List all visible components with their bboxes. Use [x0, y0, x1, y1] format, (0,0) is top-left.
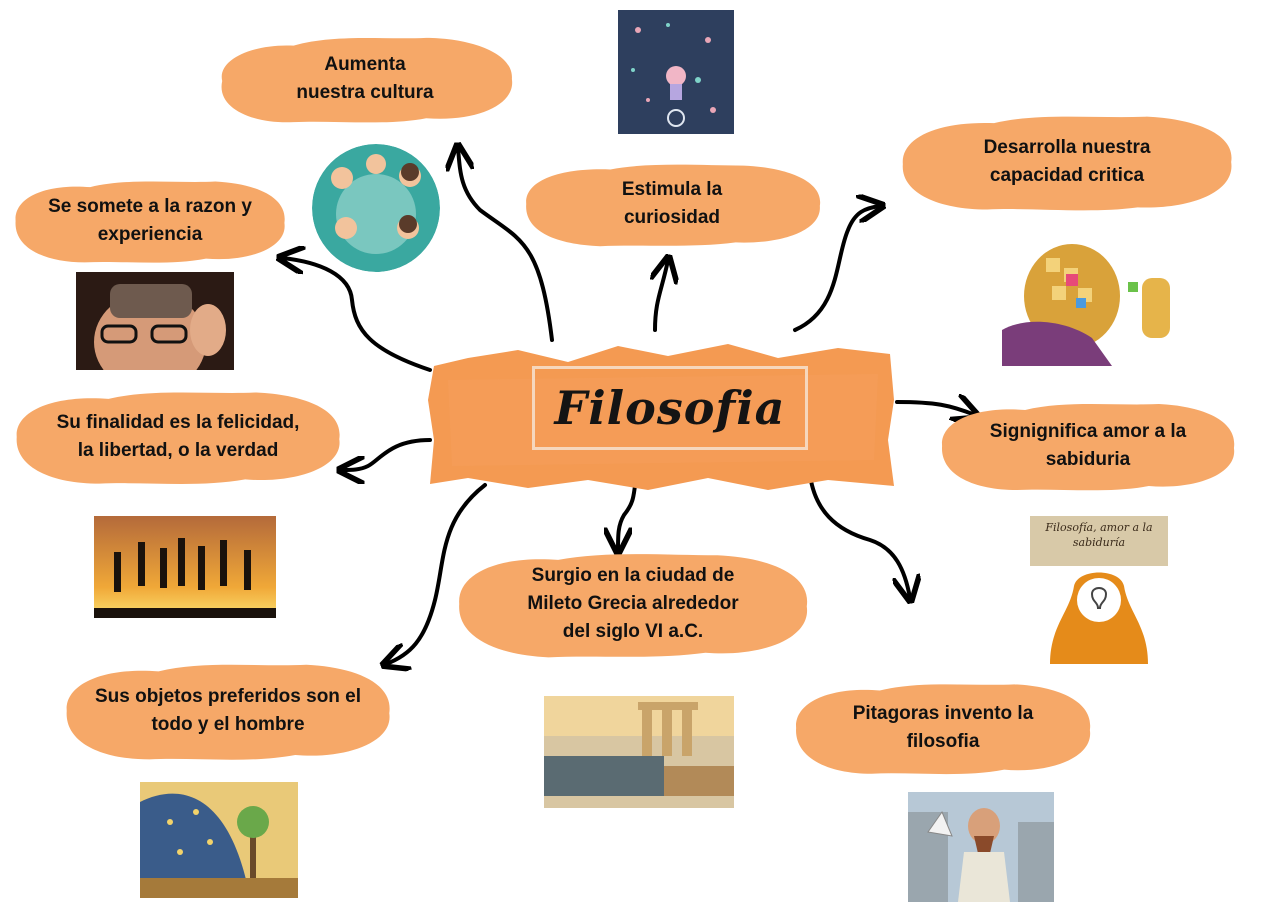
node-label: Pitagoras invento la filosofia	[852, 703, 1034, 752]
center-title: Filosofia	[532, 366, 808, 450]
image-ancient-ruins	[544, 696, 734, 808]
node-finalidad: Su finalidad es la felicidad, la liberta…	[10, 384, 346, 490]
center-brush-icon	[428, 344, 894, 490]
center-node: Filosofia	[428, 340, 896, 492]
brush-icon	[902, 116, 1232, 211]
node-label: Desarrolla nuestra capacidad critica	[983, 137, 1151, 186]
brush-icon	[221, 37, 513, 123]
node-pitagoras: Pitagoras invento la filosofia	[790, 676, 1096, 780]
node-label: Estimula la curiosidad	[621, 179, 723, 228]
arrow-to-razon	[282, 258, 432, 372]
image-sunset-jump	[94, 516, 276, 618]
image-culture-people	[312, 144, 440, 272]
node-label: Surgio en la ciudad de Mileto Grecia alr…	[527, 565, 739, 642]
image-curiosity-illustration	[618, 10, 734, 134]
brush-icon	[16, 392, 340, 484]
thinking-man-icon	[76, 272, 234, 370]
node-significa: Signignifica amor a la sabiduria	[936, 396, 1240, 496]
puzzle-head-icon	[1002, 238, 1178, 366]
image-thinking-man	[76, 272, 234, 370]
philosophy-head-icon	[1030, 516, 1168, 664]
pythagoras-icon	[908, 792, 1054, 902]
image-cosmos-engraving	[140, 782, 298, 898]
brush-icon	[459, 554, 808, 658]
people-globe-icon	[312, 144, 440, 272]
brush-icon	[941, 404, 1235, 491]
node-mileto: Surgio en la ciudad de Mileto Grecia alr…	[452, 546, 814, 662]
node-critica: Desarrolla nuestra capacidad critica	[896, 108, 1238, 216]
node-label: Signignifica amor a la sabiduria	[989, 421, 1187, 470]
image-philosophy-sign: Filosofía, amor a la sabiduría	[1030, 516, 1168, 664]
image-pythagoras	[908, 792, 1054, 902]
arrow-to-finalidad	[342, 438, 432, 470]
image-puzzle-head	[1002, 238, 1178, 366]
brush-icon	[15, 181, 285, 263]
node-label: Aumenta nuestra cultura	[296, 54, 434, 103]
node-objetos: Sus objetos preferidos son el todo y el …	[60, 656, 396, 766]
node-curiosidad: Estimula la curiosidad	[518, 156, 826, 252]
sunset-silhouettes-icon	[94, 516, 276, 618]
brush-icon	[796, 684, 1091, 775]
arrow-to-curiosidad	[655, 260, 668, 332]
node-label: Su finalidad es la felicidad, la liberta…	[56, 412, 300, 461]
arrow-to-pitagoras	[808, 473, 910, 598]
node-cultura: Aumenta nuestra cultura	[212, 30, 518, 128]
brush-icon	[66, 664, 390, 760]
sign-text: Filosofía, amor a la sabiduría	[1045, 521, 1153, 549]
greek-ruins-icon	[544, 696, 734, 808]
node-label: Sus objetos preferidos son el todo y el …	[94, 686, 362, 735]
flammarion-engraving-icon	[140, 782, 298, 898]
node-label: Se somete a la razon y experiencia	[48, 196, 252, 245]
node-razon: Se somete a la razon y experiencia	[10, 174, 290, 268]
curiosity-illustration-icon	[618, 10, 734, 134]
brush-icon	[526, 164, 821, 247]
